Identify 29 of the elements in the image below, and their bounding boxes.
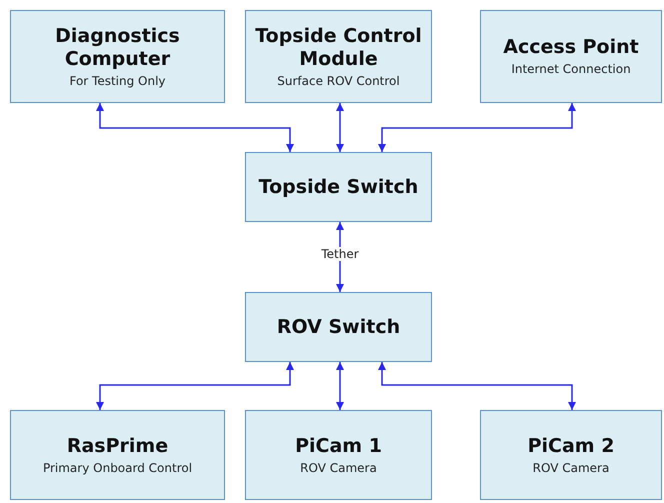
component-box [245, 10, 432, 103]
component-description: For Testing Only [69, 72, 166, 88]
component-box [480, 10, 662, 103]
connector-arrow [96, 362, 294, 410]
component-box [480, 410, 662, 500]
component-description: ROV Camera [300, 460, 377, 476]
component-box [245, 152, 432, 222]
component-box [245, 292, 432, 362]
component-box [245, 410, 432, 500]
component-title: RasPrime [66, 434, 168, 458]
component-title: ROV Switch [276, 316, 400, 338]
component-title: PiCam 2 [528, 434, 614, 458]
component-box [10, 10, 225, 103]
connector-arrow [378, 362, 576, 410]
connector-arrow [336, 362, 344, 410]
component-description: Primary Onboard Control [42, 460, 192, 476]
component-title: Topside Control Module [254, 24, 423, 70]
edge-label: Tether [319, 247, 361, 261]
connector-arrow [336, 103, 344, 152]
component-description: Surface ROV Control [277, 72, 400, 88]
component-title: Topside Switch [258, 176, 418, 198]
component-description: ROV Camera [532, 460, 610, 476]
component-box [10, 410, 225, 500]
component-title: Access Point [503, 36, 639, 59]
component-description: Internet Connection [511, 61, 631, 77]
connector-arrow [96, 103, 294, 152]
component-title: Diagnostics Computer [54, 24, 181, 70]
component-title: PiCam 1 [295, 434, 382, 458]
connector-arrow [378, 103, 576, 152]
